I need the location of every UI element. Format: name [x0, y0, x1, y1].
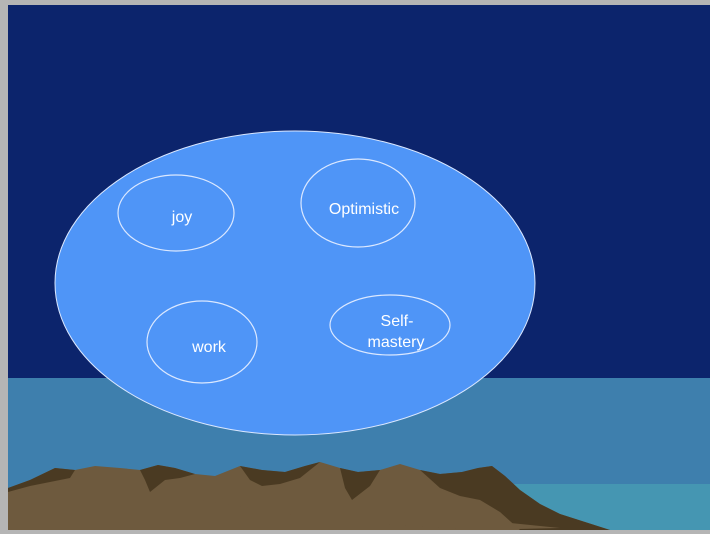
bubble-work-label: work	[191, 339, 227, 356]
bubble-joy: joy	[117, 174, 235, 252]
bubble-work: work	[146, 300, 258, 384]
bubble-self-mastery-label-line-2: mastery	[368, 334, 425, 351]
mountain-shadow	[140, 465, 195, 492]
main-ellipse	[54, 130, 536, 436]
mountain-shadow	[8, 468, 75, 492]
mountain-ridge	[200, 496, 560, 530]
mountain-shadow	[340, 468, 380, 500]
bubble-joy-outline	[117, 174, 235, 252]
bubble-work-outline	[146, 300, 258, 384]
bubble-optimistic: Optimistic	[300, 158, 416, 248]
mountain-shadow	[420, 466, 610, 530]
bubble-joy-label: joy	[171, 209, 192, 226]
bubble-optimistic-outline	[300, 158, 416, 248]
bubble-self-mastery-outline	[329, 294, 451, 356]
bubble-self-mastery-label-line-1: Self-	[381, 313, 414, 330]
bubble-self-mastery: Self- mastery	[329, 294, 451, 356]
mountain-shadow	[240, 462, 320, 486]
bubble-optimistic-label: Optimistic	[329, 201, 399, 218]
